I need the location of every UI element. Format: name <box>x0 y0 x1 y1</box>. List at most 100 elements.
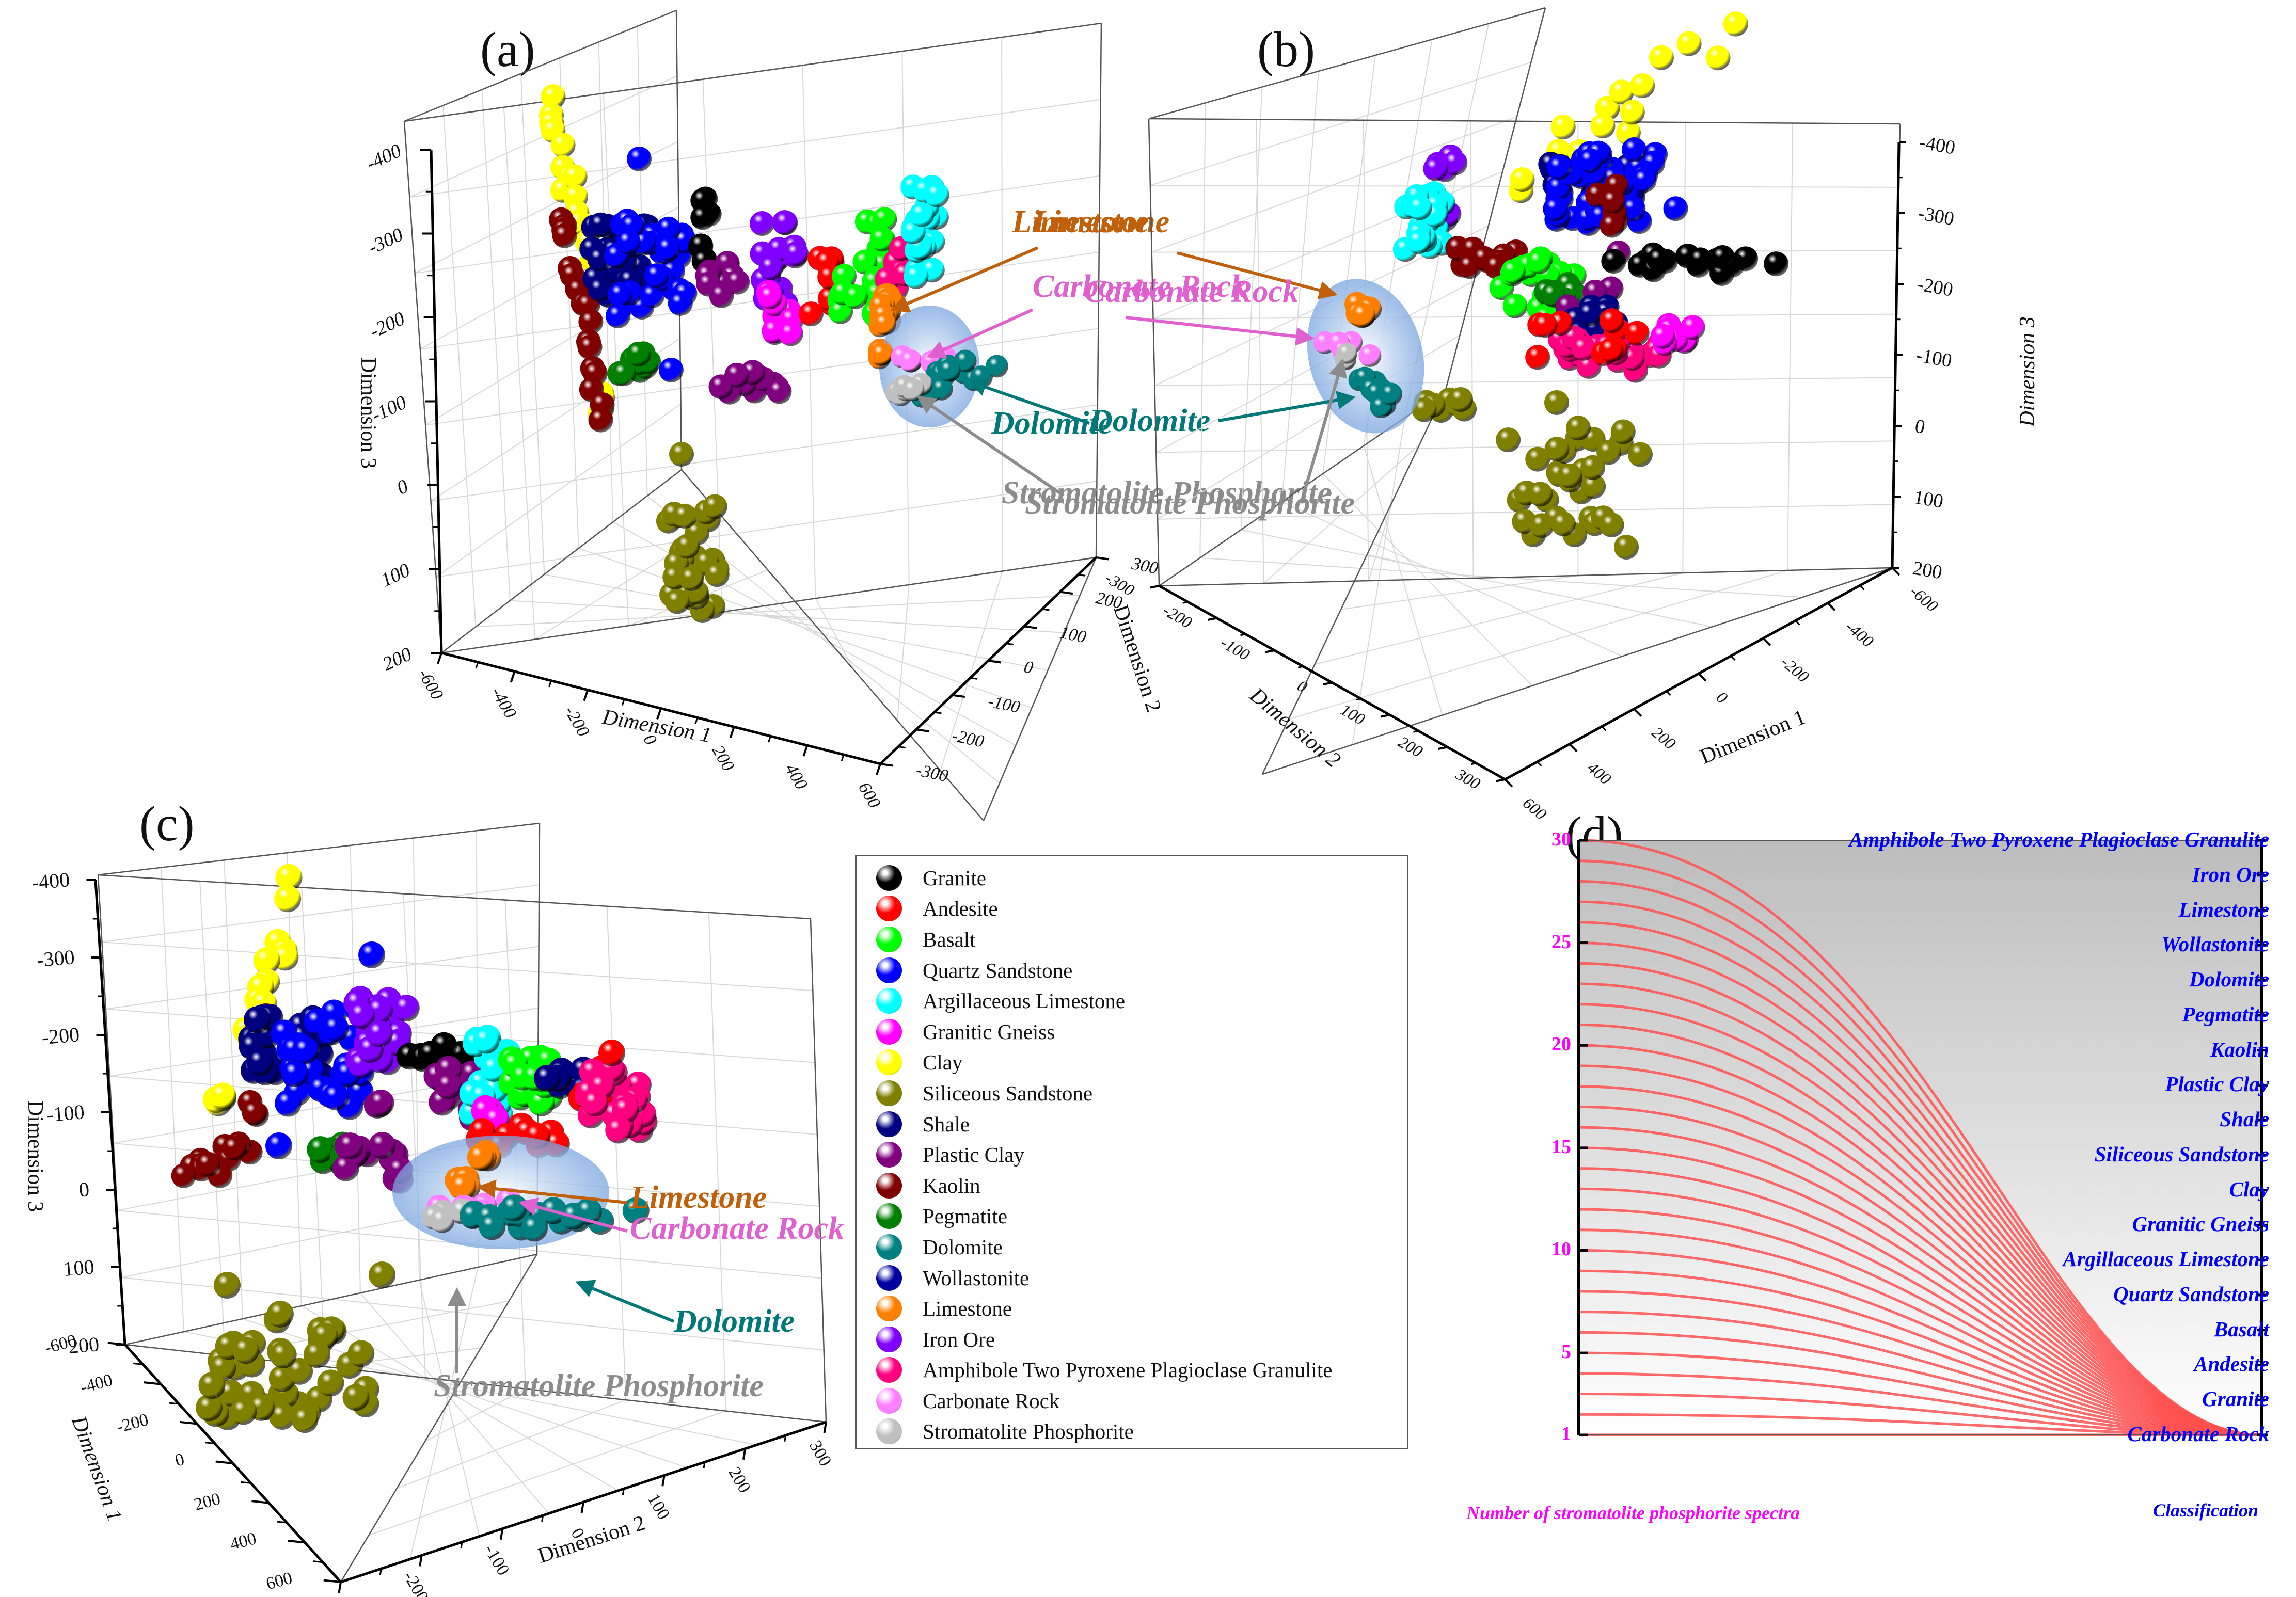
data-point <box>1500 259 1526 284</box>
classification-label: Granitic Gneiss <box>2132 1212 2269 1236</box>
data-point <box>1624 321 1650 346</box>
tick-label: -300 <box>36 945 75 971</box>
tick-label: -200 <box>41 1023 81 1049</box>
data-point <box>1627 442 1653 467</box>
data-point <box>1705 45 1731 71</box>
legend-label: Kaolin <box>923 1173 980 1197</box>
data-point <box>578 309 604 334</box>
tick-label: 200 <box>1395 732 1426 761</box>
data-point <box>709 283 734 308</box>
annotation-stromatolite: Stromatolite Phosphorite <box>1025 486 1355 521</box>
legend-label: Carbonate Rock <box>923 1388 1060 1413</box>
classification-label: Basalt <box>2213 1317 2269 1341</box>
data-point <box>679 566 704 591</box>
data-point <box>1622 137 1646 162</box>
data-point <box>195 1394 223 1422</box>
classification-label: Quartz Sandstone <box>2113 1282 2269 1306</box>
data-point <box>562 164 588 189</box>
classification-label: Argillaceous Limestone <box>2063 1247 2269 1271</box>
data-point <box>1610 419 1636 444</box>
classification-label: Andesite <box>2194 1352 2269 1376</box>
data-point <box>268 1403 296 1430</box>
data-point <box>552 223 577 248</box>
annotation-carbonate: Carbonate Rock <box>1033 269 1247 304</box>
data-point <box>668 291 693 316</box>
y-tick-label: 1 <box>1561 1423 1571 1445</box>
annotation-arrow <box>890 246 1039 312</box>
classification-label: Siliceous Sandstone <box>2094 1142 2269 1166</box>
data-point <box>1550 511 1576 536</box>
annotation-arrow <box>1177 251 1338 299</box>
data-point <box>332 1154 360 1181</box>
tick-label: -200 <box>560 702 593 740</box>
classification-label: Granite <box>2202 1387 2269 1411</box>
tick-label: 100 <box>377 559 413 591</box>
tick-label: 600 <box>854 779 884 811</box>
legend-item: Wollastonite <box>857 1263 1407 1293</box>
tick-label: -400 <box>363 140 405 175</box>
data-point <box>675 534 700 559</box>
data-point <box>598 1040 625 1066</box>
data-point <box>869 227 895 252</box>
sphere-marker-icon <box>876 957 902 983</box>
data-point <box>798 301 824 327</box>
legend-label: Granitic Gneiss <box>923 1019 1055 1044</box>
data-point <box>1723 11 1748 37</box>
classification-curves <box>1577 839 2268 1436</box>
classification-label: Carbonate Rock <box>2127 1422 2270 1446</box>
data-point <box>417 1041 445 1068</box>
annotation-arrow <box>575 1280 675 1323</box>
tick-label: -100 <box>1217 633 1253 664</box>
annotation-carbonate: Carbonate Rock <box>1084 274 1299 309</box>
sphere-marker-icon <box>876 1203 902 1229</box>
sphere-marker-icon <box>876 1296 902 1322</box>
data-point <box>1565 416 1591 441</box>
panel-b-label: (b) <box>1257 22 1315 77</box>
data-point <box>909 202 935 227</box>
data-point <box>1358 344 1382 367</box>
annotation-arrow <box>968 378 1090 425</box>
tick-label: -300 <box>319 1595 351 1597</box>
legend-label: Shale <box>923 1112 970 1136</box>
data-point <box>587 277 612 302</box>
legend-item: Granite <box>857 863 1407 893</box>
annotation-arrow <box>1300 358 1347 504</box>
data-point <box>702 494 727 519</box>
tick-label: -200 <box>1160 600 1195 632</box>
axis-title: Dimension 1 <box>600 705 713 748</box>
data-point <box>767 379 792 404</box>
data-point <box>1571 336 1596 361</box>
y-tick-label: 15 <box>1551 1136 1571 1158</box>
tick-label: 0 <box>78 1177 90 1202</box>
tick-label: 200 <box>724 1464 754 1496</box>
data-point <box>1764 251 1789 277</box>
data-point <box>1532 313 1558 338</box>
legend-item: Dolomite <box>857 1232 1407 1263</box>
tick-label: 0 <box>1913 415 1927 438</box>
data-point <box>1448 387 1474 412</box>
data-point <box>1646 247 1672 272</box>
data-point <box>1526 249 1551 275</box>
legend-label: Granite <box>923 866 986 890</box>
data-point <box>195 1152 220 1177</box>
tick-label: 100 <box>644 1491 674 1523</box>
data-point <box>724 362 750 388</box>
data-point <box>924 182 949 207</box>
tick-label: 300 <box>1452 764 1483 793</box>
data-point <box>303 1341 330 1368</box>
data-point <box>690 205 716 230</box>
classification-label: Shale <box>2220 1107 2269 1131</box>
classification-label: Dolomite <box>2189 967 2269 992</box>
data-point <box>605 1116 632 1144</box>
data-point <box>843 284 868 309</box>
data-point <box>1609 79 1634 105</box>
tick-label: 600 <box>264 1569 294 1594</box>
tick-label: 200 <box>192 1489 223 1514</box>
sphere-marker-icon <box>876 1018 902 1045</box>
tick-label: -100 <box>986 692 1022 717</box>
data-point <box>533 1064 561 1092</box>
tick-label: -300 <box>1917 202 1956 230</box>
data-point <box>449 1173 477 1201</box>
